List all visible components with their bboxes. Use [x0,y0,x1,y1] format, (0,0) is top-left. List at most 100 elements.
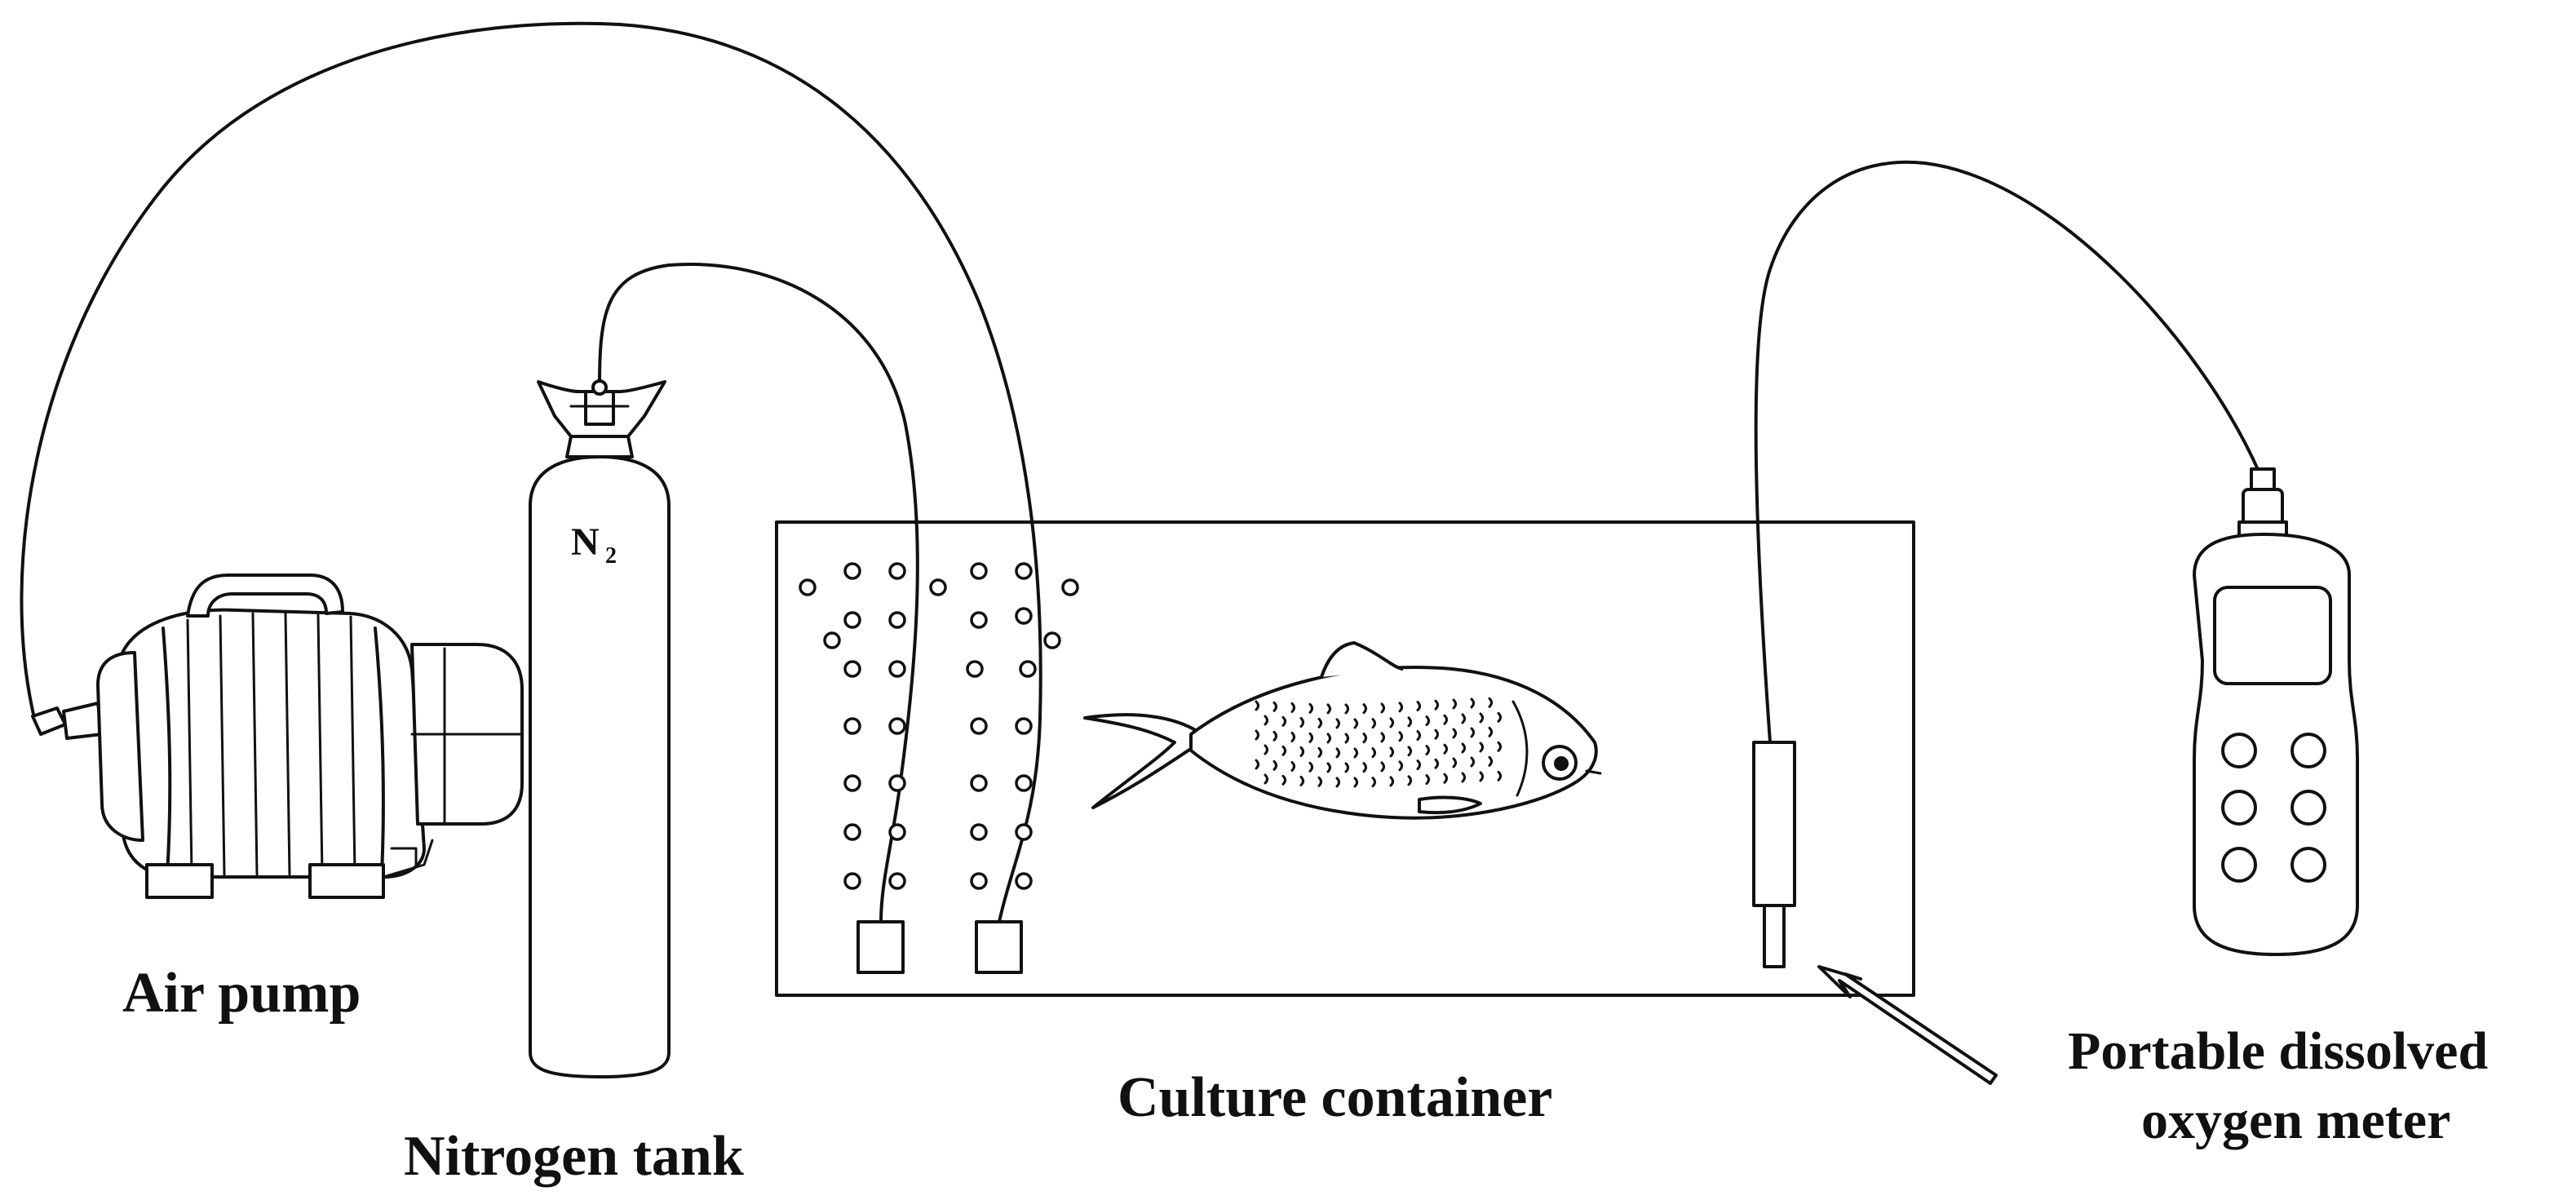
fish-scale [1470,756,1475,768]
air-bubble [843,562,861,580]
fish-scale [1488,726,1493,737]
air-bubble [966,660,984,678]
meter-button[interactable] [2291,847,2326,883]
fish-scale [1353,718,1358,729]
air-bubble [888,660,906,678]
meter-label-line2: oxygen meter [2141,1091,2450,1150]
fish-scale [1479,771,1484,782]
air-bubble [888,611,906,629]
fish-scale [1407,775,1412,786]
air-pump-label: Air pump [122,962,361,1025]
fish-scale [1326,762,1331,773]
fish-scale [1425,774,1430,786]
fish-scale [1371,747,1376,759]
fish-scale [1389,776,1394,787]
fish-scale [1425,745,1430,756]
fish-scale [1344,733,1349,744]
meter-button[interactable] [2221,790,2257,826]
fish-scale [1299,716,1304,728]
fish-scale [1317,717,1322,728]
air-bubble [970,774,988,792]
air-diffuser-stone [975,920,1023,974]
fish-scale [1371,777,1376,788]
air-bubble [1061,578,1079,596]
air-bubble [970,823,988,841]
fish-scale [1308,732,1313,743]
fish-scale [1281,745,1286,756]
fish-scale [1317,746,1322,758]
air-bubble [1015,774,1033,792]
fish-scale [1443,714,1448,725]
air-bubble [843,823,861,841]
fish-scale [1497,770,1502,782]
fish-scale [1290,731,1295,742]
culture-container-label: Culture container [1118,1066,1552,1129]
fish-scale [1281,715,1286,727]
fish-scale [1488,697,1493,708]
fish-scale [1281,774,1286,786]
fish-scale [1299,775,1304,786]
fish-scale [1308,702,1313,714]
meter-button[interactable] [2291,733,2326,768]
fish-scale [1255,700,1259,711]
fish-scale [1317,776,1322,787]
nitrogen-symbol: N [571,520,600,564]
fish-scale [1461,772,1466,783]
fish-scale [1273,730,1277,742]
fish-scale [1425,715,1430,727]
meter-button[interactable] [2221,847,2257,883]
air-bubble [843,660,861,678]
meter-button[interactable] [2221,733,2257,768]
fish-scale [1335,777,1340,788]
fish-scale [1398,760,1403,772]
fish-scale [1264,744,1268,755]
culture-container [775,520,1915,997]
fish-scale [1344,762,1349,773]
fish-scale [1443,743,1448,755]
fish-scale [1273,759,1277,771]
fish-scale [1389,746,1394,758]
meter-label-line1: Portable dissolved [2068,1021,2488,1081]
oxygen-meter [2193,467,2359,956]
nitrogen-subscript: 2 [605,543,617,569]
fish-scale [1488,755,1493,767]
air-bubble [799,578,817,596]
nitrogen-tube [598,263,919,923]
air-bubble [929,578,947,596]
air-bubble [843,774,861,792]
fish-scale [1416,701,1421,712]
air-bubble [970,872,988,890]
fish-scale [1353,777,1358,788]
fish-scale [1335,747,1340,759]
air-pump [31,573,524,899]
fish-scale [1434,758,1439,769]
air-bubbles [799,562,1079,890]
fish-scale [1479,712,1484,724]
fish-scale [1362,733,1367,744]
probe-pointer-arrow [1817,965,1998,1085]
air-bubble [1015,717,1033,735]
air-bubble [888,823,906,841]
fish-scale [1461,713,1466,724]
fish-scale [1255,729,1259,741]
meter-cable [1754,160,2261,744]
fish-scale [1407,716,1412,728]
fish-scale [1434,728,1439,740]
meter-button[interactable] [2291,790,2326,826]
air-bubble [823,631,841,649]
fish-scale [1443,773,1448,784]
fish-scale [1371,718,1376,729]
fish-scale [1398,731,1403,742]
air-bubble [888,717,906,735]
air-bubble [843,717,861,735]
fish-scale [1326,703,1331,715]
oxygen-probe [1752,741,1796,968]
air-bubble [1015,872,1033,890]
fish [1083,641,1602,820]
air-bubble [970,562,988,580]
fish-scale [1461,742,1466,754]
fish-scale [1255,759,1259,770]
fish-scale [1264,715,1268,726]
fish-scale [1308,761,1313,773]
